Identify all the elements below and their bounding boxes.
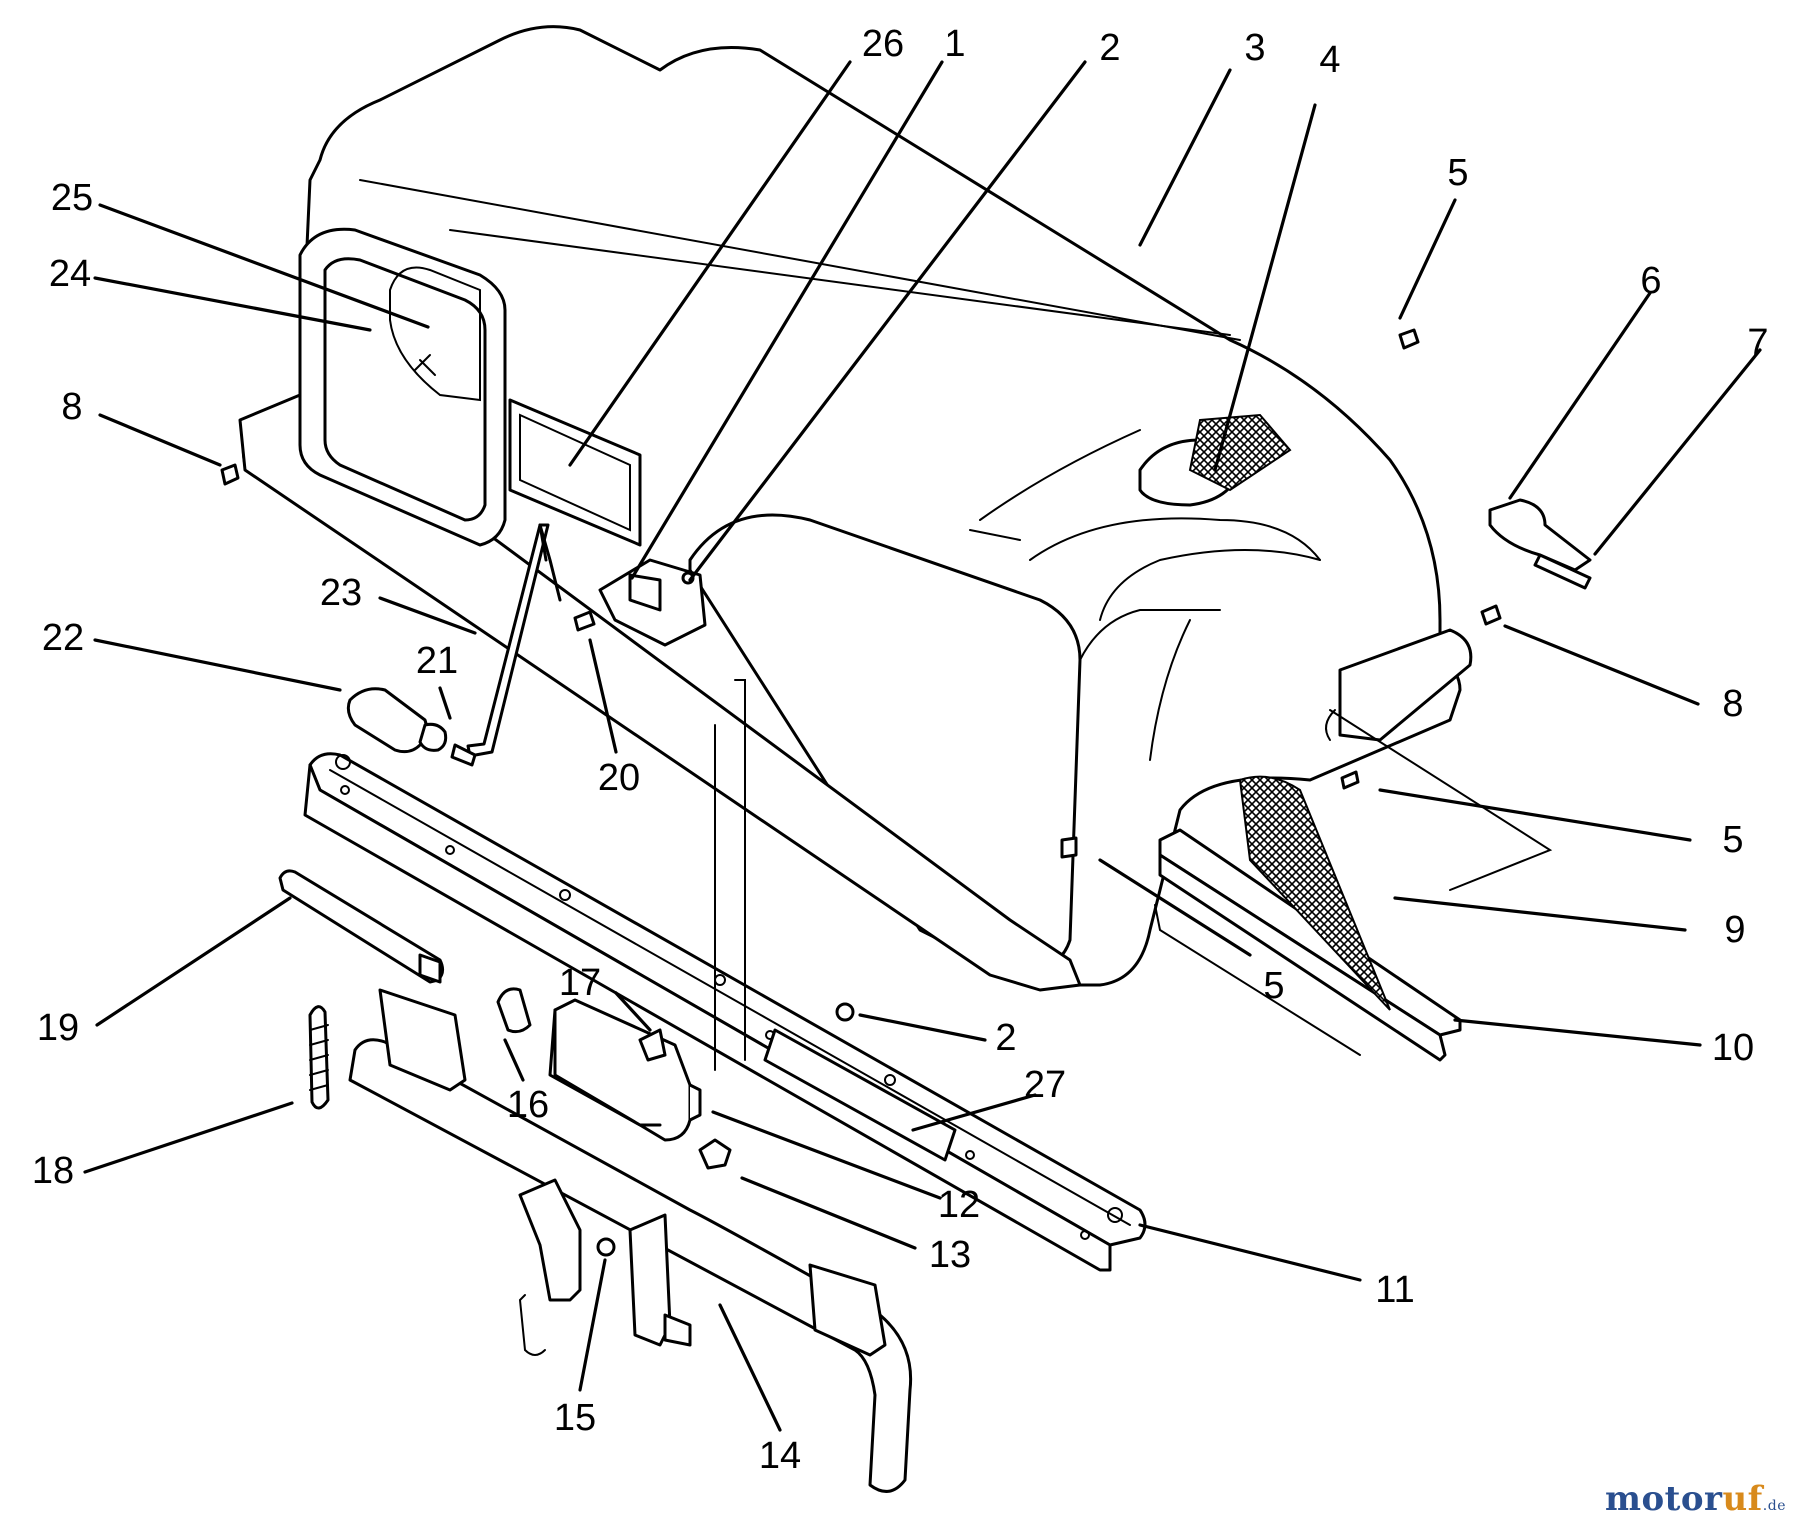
rod-and-knob	[346, 523, 562, 767]
callout-21: 21	[416, 640, 458, 682]
callout-27: 27	[1024, 1064, 1066, 1106]
latch-assembly	[598, 558, 707, 647]
callout-10: 10	[1712, 1027, 1754, 1069]
clip-bracket	[1488, 498, 1592, 590]
mount-bracket	[548, 998, 732, 1170]
callout-2-bottom: 2	[995, 1017, 1016, 1059]
callout-25: 25	[51, 177, 93, 219]
pivot-rod	[278, 869, 532, 1034]
watermark-suffix: .de	[1762, 1498, 1786, 1514]
callout-labels: 26 1 2 3 4 5 6 7 25 24 8 8 23 22 21 20 5…	[32, 23, 1769, 1477]
watermark-part-b: uf	[1722, 1479, 1763, 1519]
callout-24: 24	[49, 253, 91, 295]
callout-26: 26	[862, 23, 904, 65]
callout-22: 22	[42, 617, 84, 659]
callout-19: 19	[37, 1007, 79, 1049]
watermark-part-a: motor	[1604, 1479, 1723, 1519]
callout-13: 13	[929, 1234, 971, 1276]
callout-9: 9	[1724, 909, 1745, 951]
callout-1: 1	[944, 23, 965, 65]
bolts	[220, 328, 1502, 1022]
callout-6: 6	[1640, 260, 1661, 302]
callout-15: 15	[554, 1397, 596, 1439]
callout-3: 3	[1244, 27, 1265, 69]
bag-hood	[238, 25, 1473, 992]
callout-7: 7	[1747, 322, 1768, 364]
callout-8-right: 8	[1722, 683, 1743, 725]
door-frame	[298, 227, 642, 547]
watermark-logo: motoruf.de	[1605, 1479, 1786, 1519]
callout-12: 12	[938, 1184, 980, 1226]
side-rail	[1154, 709, 1553, 1062]
leader-lines	[83, 60, 1762, 1432]
callout-5-right: 5	[1722, 819, 1743, 861]
callout-17: 17	[559, 962, 601, 1004]
callout-16: 16	[507, 1084, 549, 1126]
callout-14: 14	[759, 1435, 801, 1477]
callout-18: 18	[32, 1150, 74, 1192]
handle-frame	[348, 988, 913, 1493]
callout-4: 4	[1319, 39, 1340, 81]
callout-20: 20	[598, 757, 640, 799]
callout-11: 11	[1375, 1269, 1414, 1311]
spring	[308, 1005, 330, 1110]
callout-2-top: 2	[1099, 27, 1120, 69]
callout-5-bottom: 5	[1263, 965, 1284, 1007]
callout-23: 23	[320, 572, 362, 614]
callout-5-top: 5	[1447, 152, 1468, 194]
callout-8-left: 8	[61, 386, 82, 428]
